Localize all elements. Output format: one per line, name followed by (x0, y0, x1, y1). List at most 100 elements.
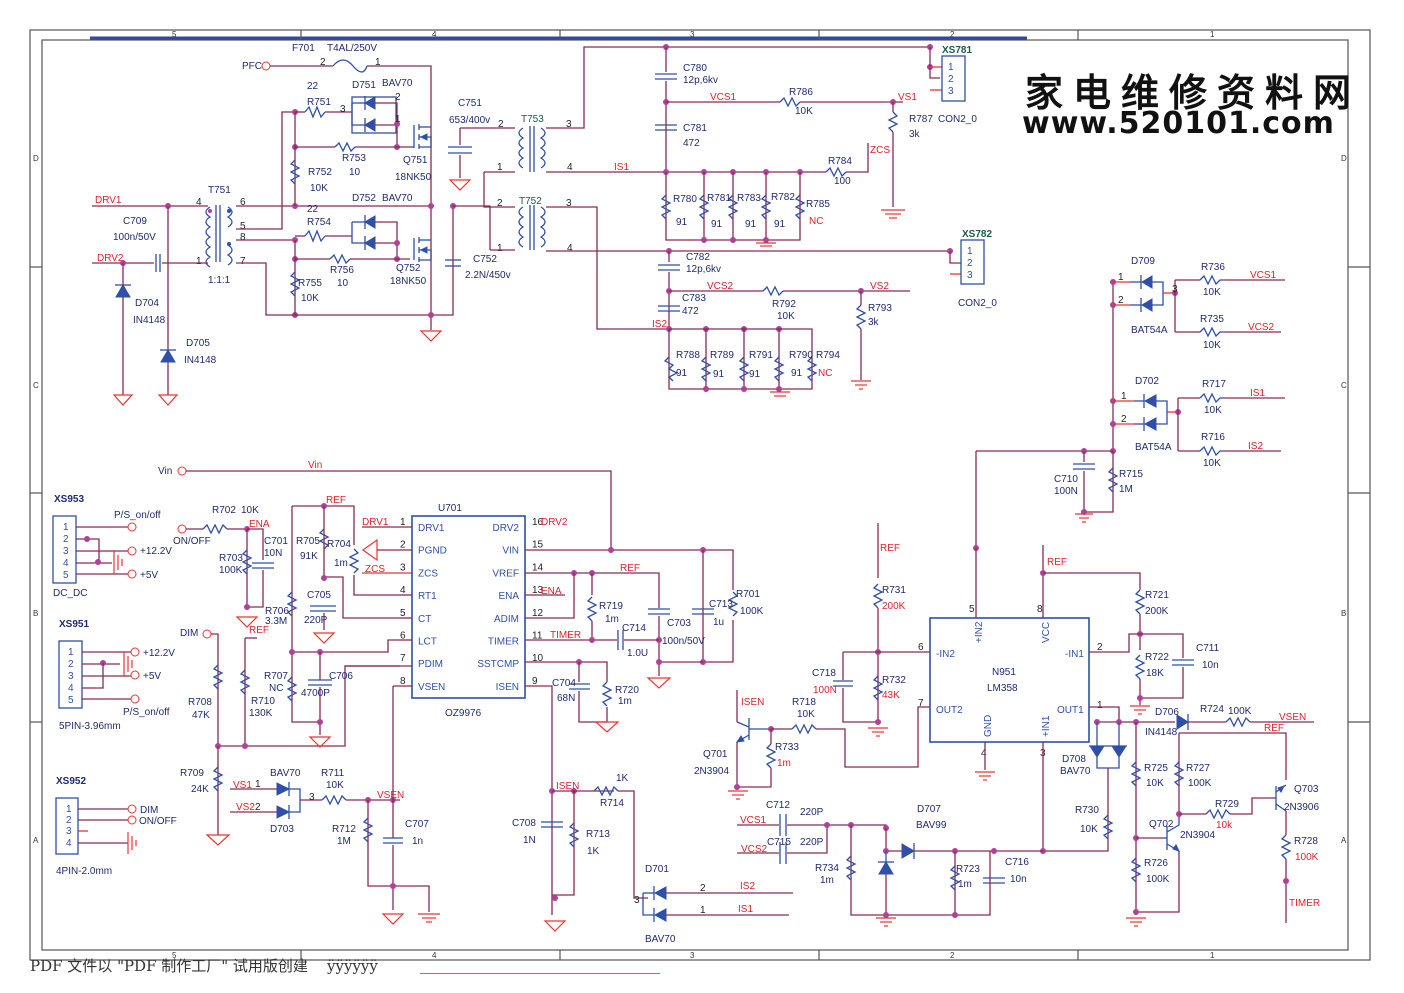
ref-r793: R793 (868, 303, 892, 314)
diode-d705 (160, 349, 176, 363)
svg-text:2: 2 (497, 198, 503, 209)
ref-r729: R729 (1215, 799, 1239, 810)
ref-q752: Q752 (396, 263, 421, 274)
fuse-symbol-f701 (332, 59, 368, 73)
svg-text:1: 1 (1118, 272, 1124, 283)
net-ena-left: ENA (249, 519, 270, 530)
ground-icon (868, 727, 888, 737)
ref-r735: R735 (1200, 314, 1224, 325)
value-u701: OZ9976 (445, 708, 482, 719)
net-is1: IS1 (614, 162, 629, 173)
ref-c780: C780 (683, 63, 707, 74)
mosfet-q752 (413, 237, 432, 262)
ref-c705: C705 (307, 590, 331, 601)
ref-c704: C704 (552, 678, 576, 689)
transformer-t753 (518, 126, 546, 172)
resistor-r715 (1107, 467, 1119, 493)
ref-r727: R727 (1186, 763, 1210, 774)
pin-num: 8 (1037, 604, 1043, 615)
net-isen-left: ISEN (556, 781, 579, 792)
pin-label: 5 (68, 695, 74, 706)
resistor-r731 (872, 583, 884, 609)
value-xs952: 4PIN-2.0mm (56, 866, 112, 877)
value-r731: 200K (882, 601, 906, 612)
value-r791: 91 (749, 369, 761, 380)
value-c783: 472 (682, 306, 699, 317)
net-drv1: DRV1 (95, 195, 122, 206)
resistor-r725 (1130, 761, 1142, 787)
resistor-r722 (1134, 654, 1146, 680)
value-r786: 10K (795, 106, 813, 117)
net-drv2: DRV2 (97, 253, 124, 264)
controller-section: Vin Vin ON/OFF R702 10K ENA R703 100K C7… (158, 460, 793, 945)
ref-c713: C713 (709, 599, 733, 610)
net-vcs1: VCS1 (710, 92, 737, 103)
ref-r730: R730 (1075, 805, 1099, 816)
resistor-r720 (601, 681, 613, 707)
u701-pin-name: TIMER (488, 637, 519, 648)
ground-icon (728, 790, 748, 800)
net-vs2: VS2 (870, 281, 889, 292)
u701-pin-name: RT1 (418, 591, 437, 602)
grid-col-bottom: 2 (950, 951, 955, 960)
chassis-ground-icon (123, 652, 133, 676)
svg-text:3: 3 (340, 104, 346, 115)
ref-r782: R782 (771, 192, 795, 203)
value-c782: 12p,6kv (686, 264, 721, 275)
resistor-r713 (568, 822, 580, 848)
value-r719: 1m (605, 614, 619, 625)
ref-r721: R721 (1145, 590, 1169, 601)
u701-pin-num: 9 (532, 676, 538, 687)
ref-r785: R785 (806, 199, 830, 210)
u701-pin-name: ISEN (496, 682, 519, 693)
comparator-section: ISEN Q701 2N3904 R733 1m R718 10K REF R7… (694, 523, 1320, 927)
ref-c718: C718 (812, 668, 836, 679)
ref-r726: R726 (1144, 858, 1168, 869)
ref-c701: C701 (264, 536, 288, 547)
ref-r714: R714 (600, 798, 624, 809)
net-timer-u701: TIMER (550, 630, 581, 641)
value-c781: 472 (683, 138, 700, 149)
net-is2-r716: IS2 (1248, 441, 1263, 452)
u701-pin-num: 11 (532, 631, 543, 642)
ground-icon (448, 179, 472, 191)
net-vsen-right: VSEN (1279, 712, 1306, 723)
grid-row-left: B (33, 609, 38, 618)
u701-pin-name: ADIM (494, 614, 519, 625)
value-q752: 18NK50 (390, 276, 427, 287)
ref-r731: R731 (882, 585, 906, 596)
svg-text:2: 2 (1121, 414, 1127, 425)
chassis-ground-icon (127, 832, 137, 854)
pin-label: 3 (948, 86, 954, 97)
ref-d751: D751 (352, 80, 376, 91)
value-d751: BAV70 (382, 78, 413, 89)
net-zcs-u701: ZCS (365, 564, 385, 575)
xs951-signal-ps: P/S_on/off (123, 707, 170, 718)
value-c751: 653/400v (449, 115, 490, 126)
resistor-bank-is2 (663, 328, 818, 390)
svg-text:1: 1 (700, 905, 706, 916)
net-vcs1-r736: VCS1 (1250, 270, 1277, 281)
grid-row-right: C (1341, 381, 1347, 390)
ref-xs953: XS953 (54, 494, 84, 505)
ref-d706: D706 (1155, 707, 1179, 718)
ref-r787: R787 (909, 114, 933, 125)
ref-d708: D708 (1062, 754, 1086, 765)
u701-pin-name: LCT (418, 637, 437, 648)
value-r709: 24K (191, 784, 209, 795)
ref-r707: R707 (264, 671, 288, 682)
ref-r713: R713 (586, 829, 610, 840)
ref-r756: R756 (330, 265, 354, 276)
svg-text:3: 3 (309, 792, 315, 803)
svg-text:3: 3 (566, 198, 572, 209)
ref-xs952: XS952 (56, 776, 86, 787)
value-r732: 43K (882, 690, 900, 701)
pin-num: 7 (918, 698, 924, 709)
grid-col-top: 4 (432, 30, 437, 39)
diode-d709a (1141, 275, 1153, 289)
ground-icon (756, 242, 776, 247)
resistor-r710 (239, 669, 251, 695)
value-r716: 10K (1203, 458, 1221, 469)
value-r720: 1m (618, 696, 632, 707)
value-n951: LM358 (987, 683, 1018, 694)
